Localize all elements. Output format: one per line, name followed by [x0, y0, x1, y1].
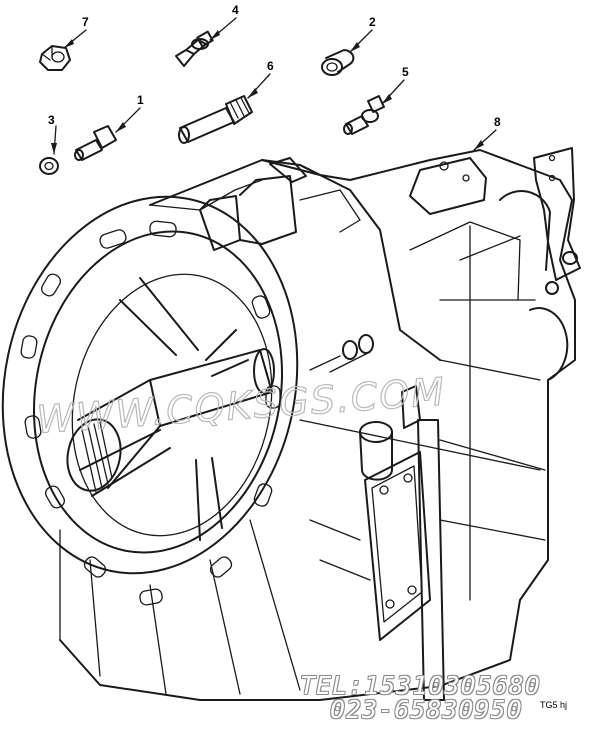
callout-7: 7	[63, 15, 89, 49]
callout-1-label: 1	[137, 93, 144, 107]
callout-3: 3	[48, 113, 57, 155]
callout-2: 2	[349, 15, 376, 53]
callout-5: 5	[381, 65, 409, 105]
callout-1: 1	[115, 93, 144, 133]
part-4-flanged-bolt	[175, 30, 214, 67]
watermark-url: WWW.CQKSGS.COM	[35, 369, 447, 441]
callout-6-label: 6	[267, 59, 274, 73]
callout-8-label: 8	[494, 115, 501, 129]
callout-3-label: 3	[48, 113, 55, 127]
part-6-stud	[178, 95, 253, 144]
part-1-hex-bolt	[74, 125, 117, 161]
callout-7-label: 7	[82, 15, 89, 29]
part-2-sleeve	[321, 49, 355, 76]
part-5-bolt	[343, 95, 385, 135]
figure-code: TG5 hj	[540, 700, 568, 710]
part-8-transmission-housing	[59, 147, 581, 701]
watermark-tel: TEL:15310305680	[300, 671, 541, 700]
callout-5-label: 5	[402, 65, 409, 79]
callout-6: 6	[247, 59, 274, 99]
callout-4-label: 4	[232, 3, 239, 17]
part-7-hex-nut	[39, 45, 71, 71]
callout-2-label: 2	[369, 15, 376, 29]
bell-housing-flange	[1, 195, 301, 695]
watermark-phone: 023-65830950	[330, 695, 523, 724]
callout-4: 4	[209, 3, 239, 41]
callout-8: 8	[473, 115, 501, 151]
part-3-washer	[39, 157, 59, 175]
